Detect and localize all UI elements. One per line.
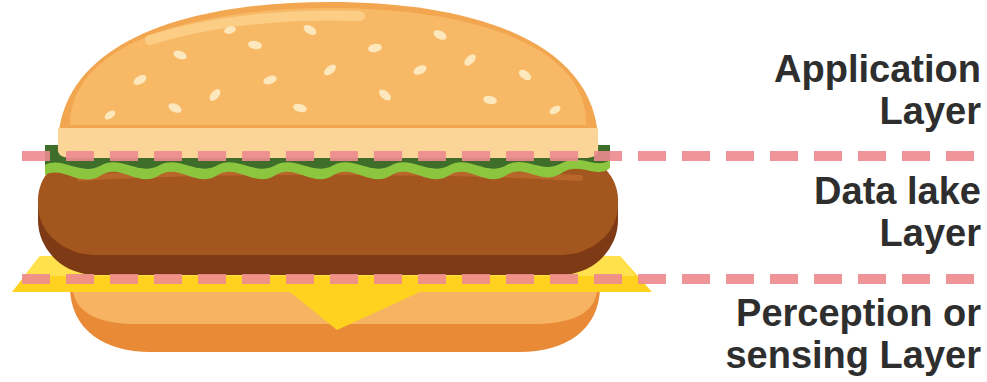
divider-line	[22, 274, 985, 284]
divider-line	[22, 151, 985, 161]
layer-label: Data lake Layer	[771, 170, 981, 254]
patty	[38, 150, 618, 275]
layer-label: Perception or sensing Layer	[681, 292, 981, 376]
layer-label: Application Layer	[741, 48, 981, 132]
top-bun	[58, 2, 598, 158]
sesame-seeds	[103, 23, 562, 121]
layer-divider	[22, 156, 985, 279]
